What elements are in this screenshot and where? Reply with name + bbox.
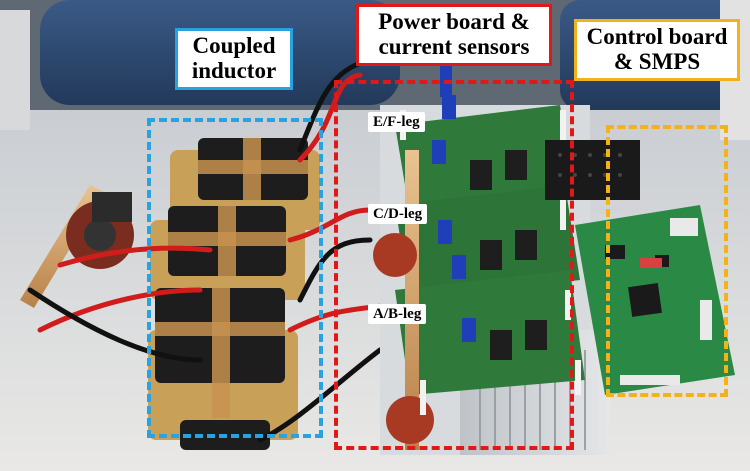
power-board-frame (334, 80, 574, 450)
leg-cd-text: C/D-leg (373, 206, 423, 222)
leg-ef-label: E/F-leg (368, 112, 425, 133)
control-board-text: Control board & SMPS (586, 24, 728, 74)
leg-ef-text: E/F-leg (373, 114, 420, 130)
control-board-frame (606, 125, 728, 397)
coupled-inductor-label: Coupled inductor (175, 28, 293, 90)
leg-ab-text: A/B-leg (373, 306, 422, 322)
coupled-inductor-frame (147, 118, 323, 438)
inductor-2 (150, 206, 305, 300)
control-board-label: Control board & SMPS (574, 19, 740, 81)
coupled-inductor-text: Coupled inductor (191, 33, 277, 83)
leg-ab-label: A/B-leg (368, 304, 427, 325)
power-board-text: Power board & current sensors (378, 9, 530, 59)
leg-cd-label: C/D-leg (368, 204, 428, 225)
power-board-label: Power board & current sensors (356, 4, 552, 66)
